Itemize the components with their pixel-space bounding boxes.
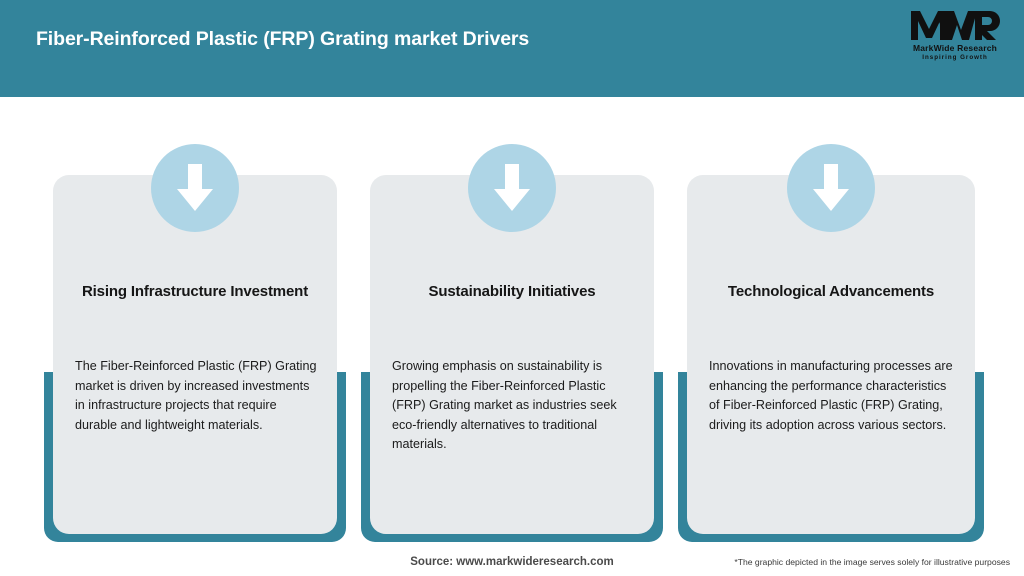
down-arrow-glyph: [494, 164, 530, 211]
logo-company-name: MarkWide Research: [912, 43, 998, 53]
source-label: Source: www.markwideresearch.com: [410, 556, 614, 568]
mwr-monogram-icon: [911, 11, 1000, 40]
logo-tagline: Inspiring Growth: [922, 54, 988, 61]
card-body-text: Growing emphasis on sustainability is pr…: [392, 359, 617, 451]
card-surface: Technological Advancements Innovations i…: [687, 175, 975, 534]
card-surface: Sustainability Initiatives Growing empha…: [370, 175, 654, 534]
down-arrow-glyph: [813, 164, 849, 211]
down-arrow-glyph: [177, 164, 213, 211]
card-title: Sustainability Initiatives: [428, 283, 596, 300]
down-arrow-icon: [787, 144, 875, 232]
page-title: Fiber-Reinforced Plastic (FRP) Grating m…: [36, 28, 530, 50]
card-title: Technological Advancements: [727, 283, 935, 300]
markwide-research-logo: MarkWide Research Inspiring Growth: [902, 8, 1008, 66]
disclaimer-label: *The graphic depicted in the image serve…: [734, 557, 1010, 567]
card-body-text: The Fiber-Reinforced Plastic (FRP) Grati…: [75, 359, 317, 432]
card-body-text: Innovations in manufacturing processes a…: [709, 359, 953, 432]
down-arrow-icon: [151, 144, 239, 232]
card-title: Rising Infrastructure Investment: [81, 283, 309, 300]
down-arrow-icon: [468, 144, 556, 232]
header-bar: [0, 0, 1024, 97]
card-surface: Rising Infrastructure Investment The Fib…: [53, 175, 337, 534]
